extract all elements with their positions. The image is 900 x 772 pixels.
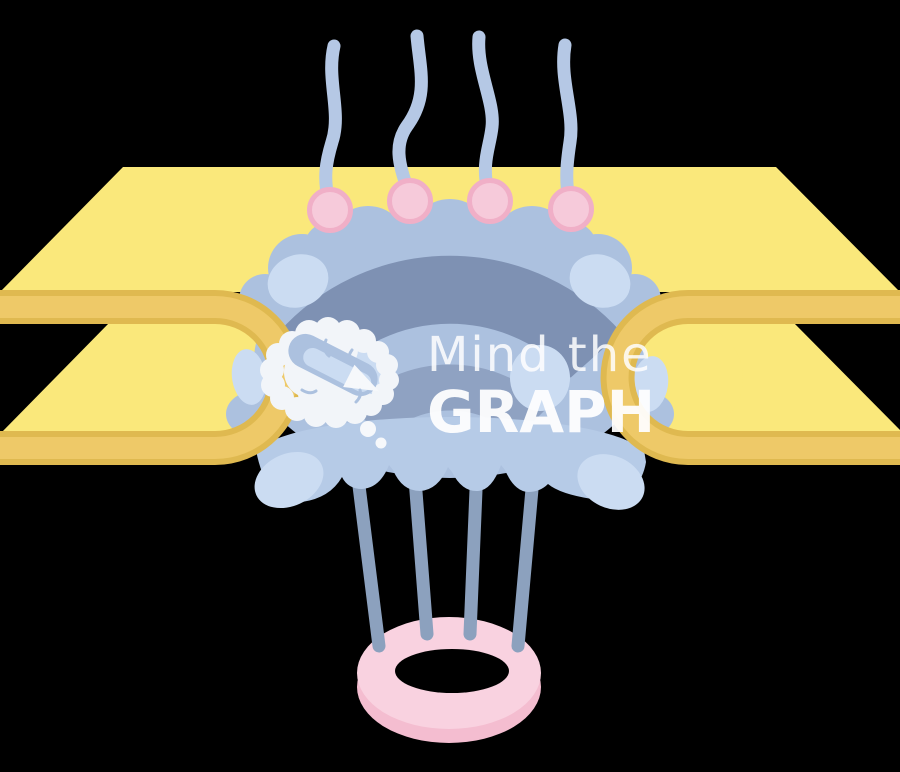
basket-filament [351, 471, 386, 653]
brain-pencil-logo-icon [260, 317, 399, 449]
thought-dot [360, 421, 376, 437]
basket-filaments [351, 459, 540, 653]
phospholipid-head [307, 187, 353, 233]
basket-filament [407, 459, 434, 641]
watermark-brand-line1: Mind the [427, 327, 653, 383]
lipid-tail [472, 30, 499, 199]
ring-hole [395, 649, 509, 693]
basket-ring [357, 617, 541, 743]
membrane-fold-right [606, 296, 900, 459]
complex-bottom-skirt [256, 417, 646, 503]
pencil-tip [343, 364, 380, 392]
pencil-slot [288, 333, 380, 397]
lipid-tail [319, 39, 342, 209]
complex-valley-bump [464, 216, 516, 268]
watermark-brand-line2: GRAPH [427, 378, 655, 446]
complex-lobe-bottom-right [577, 454, 645, 510]
basket-filament [511, 471, 540, 653]
complex-lobe-mid-left [231, 349, 267, 405]
pore-inner-arch [350, 364, 550, 439]
lipid-tail [392, 29, 428, 199]
brain-gyri-lines [296, 338, 362, 404]
pore-channel-highlight [510, 345, 570, 411]
thought-dot [375, 437, 387, 449]
basket-filament [463, 459, 484, 641]
complex-lobe-top-left [267, 254, 329, 308]
phospholipid-heads [307, 178, 594, 233]
phospholipid-head [387, 178, 433, 224]
complex-lobe-bottom-left [254, 451, 324, 509]
complex-lobe-top-right [569, 254, 631, 308]
complex-lobe-mid-right [631, 356, 669, 412]
watermark: Mind the GRAPH [260, 317, 655, 449]
lipid-tail [557, 38, 578, 209]
phospholipid-head [467, 178, 513, 224]
lipid-tails [319, 29, 578, 209]
pore-complex-lobes [254, 254, 645, 510]
phospholipid-head [548, 186, 594, 232]
complex-valley-bump [384, 216, 436, 268]
